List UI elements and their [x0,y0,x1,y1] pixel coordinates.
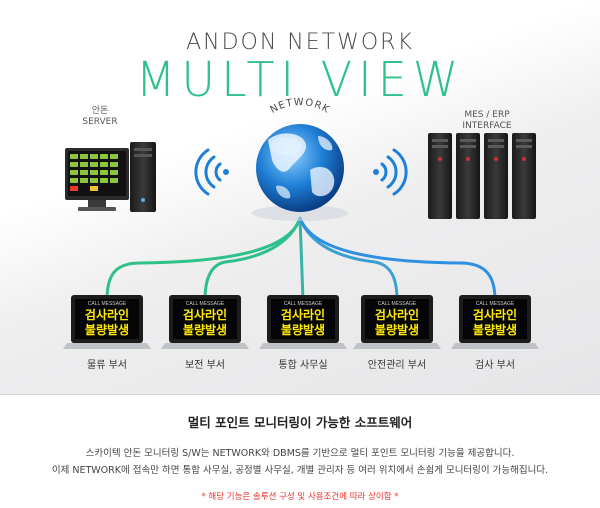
wifi-icon-left [194,148,229,196]
server-label: 안돈 SERVER [70,106,130,128]
server-label-line2: SERVER [82,117,118,127]
screen-header-text: CALL MESSAGE [476,301,515,307]
footer-desc-line1: 스카이텍 안돈 모니터링 S/W는 NETWORK와 DBMS를 기반으로 멀티… [85,448,515,459]
mes-erp-servers [428,133,536,219]
laptop-label-1: 물류 부서 [87,360,127,371]
screen-header-text: CALL MESSAGE [186,301,225,307]
footer-note: * 해당 기능은 솔루션 구성 및 사용조건에 따라 상이함 * [201,492,399,502]
mes-label-line1: MES / ERP [464,110,510,120]
screen-message-line1: 검사라인 [281,307,325,322]
laptop-screen [365,299,429,339]
server-computer [65,142,156,212]
screen-message-line2: 불량발생 [375,322,419,337]
network-label: NETWORK [268,97,331,116]
mes-label-line2: INTERFACE [462,121,512,131]
laptop-base [161,343,249,349]
laptop-screen [271,299,335,339]
laptop-screen [463,299,527,339]
title-multi-view: MULTI VIEW [135,50,465,108]
screen-message-line1: 검사라인 [375,307,419,322]
laptop-label-2: 보전 부서 [185,360,225,371]
footer-heading: 멀티 포인트 모니터링이 가능한 소프트웨어 [187,415,413,430]
laptop-screen [75,299,139,339]
laptop-label-5: 검사 부서 [475,360,515,371]
screen-message-line1: 검사라인 [473,307,517,322]
connection-lines [105,216,497,302]
laptop-base [259,343,347,349]
laptop-base [353,343,441,349]
section-divider [0,394,600,395]
laptop-label-3: 통합 사무실 [278,360,328,371]
title-andon-network: ANDON NETWORK [186,30,414,55]
screen-message-line2: 불량발생 [183,322,227,337]
mes-erp-label: MES / ERP INTERFACE [447,110,527,132]
server-label-line1: 안돈 [91,106,109,116]
laptop-base [63,343,151,349]
wifi-icon-right [373,148,408,196]
globe-icon: NETWORK [252,97,348,221]
screen-message-line1: 검사라인 [183,307,227,322]
footer-desc-line2: 이제 NETWORK에 접속만 하면 통합 사무실, 공정별 사무실, 개별 관… [51,465,549,476]
screen-header-text: CALL MESSAGE [378,301,417,307]
laptop-screen [173,299,237,339]
screen-message-line2: 불량발생 [281,322,325,337]
screen-message-line1: 검사라인 [85,307,129,322]
screen-message-line2: 불량발생 [473,322,517,337]
screen-header-text: CALL MESSAGE [88,301,127,307]
laptop-label-4: 안전관리 부서 [367,360,427,371]
laptop-base [451,343,539,349]
screen-header-text: CALL MESSAGE [284,301,323,307]
screen-message-line2: 불량발생 [85,322,129,337]
